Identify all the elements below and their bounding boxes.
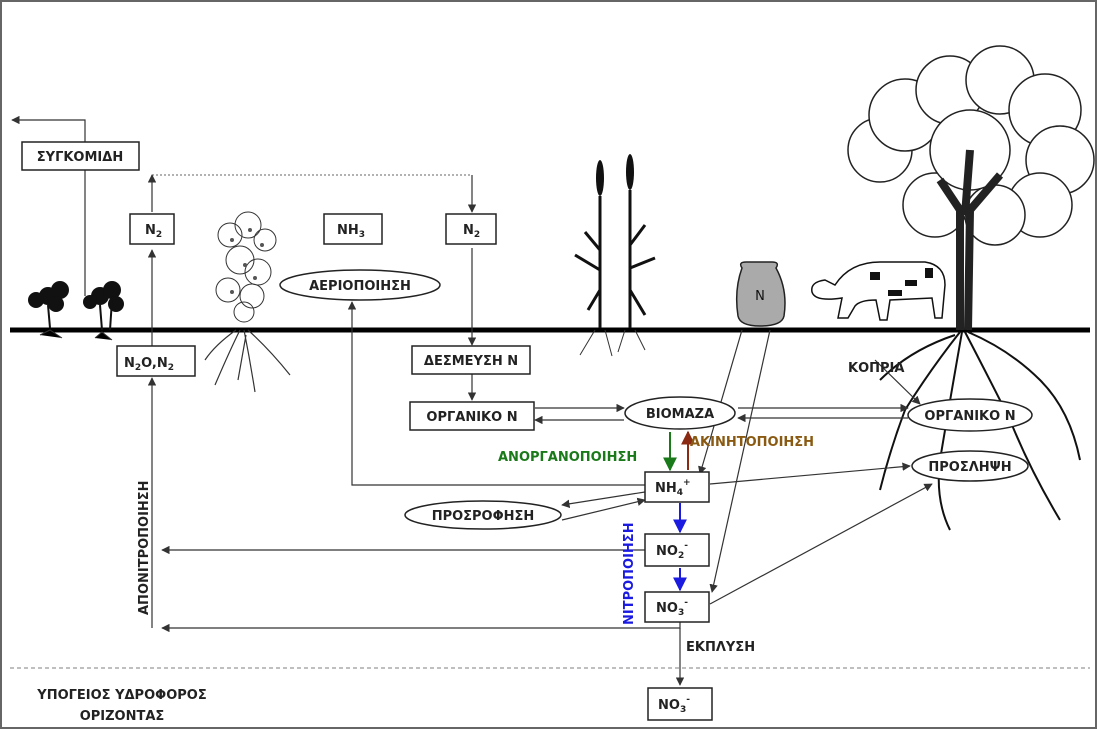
n2-right-node: N2 [445, 213, 497, 245]
biomass-label: ΒΙΟΜΑΖΑ [646, 407, 714, 422]
volatilization-label: ΑΕΡΙΟΠΟΙΗΣΗ [309, 279, 411, 294]
groundwater-label-line2: ΟΡΙΖΟΝΤΑΣ [80, 709, 165, 724]
mineralization-label: ΑΝΟΡΓΑΝΟΠΟΙΗΣΗ [498, 450, 637, 465]
n2-left-node: N2 [129, 213, 175, 245]
nitrification-label: ΝΙΤΡΟΠΟΙΗΣΗ [622, 522, 637, 625]
cow-illustration [811, 261, 946, 321]
uptake-node: ΠΡΟΣΛΗΨΗ [911, 450, 1029, 482]
organic-n-right-label: ΟΡΓΑΝΙΚΟ Ν [924, 409, 1015, 424]
no3-label: NO3- [656, 598, 688, 618]
immobilization-label: ΑΚΙΝΗΤΟΠΟΙΗΣΗ [690, 435, 814, 450]
nh3-node: NH3 [323, 213, 383, 245]
fixation-label: ΔΕΣΜΕΥΣΗ N [424, 354, 518, 369]
no2-node: NO2- [644, 533, 710, 567]
fertilizer-bag-label: N [755, 289, 765, 304]
n2o-n2-node: N2O,N2 [116, 345, 196, 377]
organic-n-right-node: ΟΡΓΑΝΙΚΟ Ν [907, 398, 1033, 432]
denitrification-label: ΑΠΟΝΙΤΡΟΠΟΙΗΣΗ [137, 480, 152, 615]
tree-illustration [847, 45, 1095, 531]
leaching-label: ΕΚΠΛΥΣΗ [686, 640, 755, 655]
n2o-n2-label: N2O,N2 [124, 356, 174, 373]
harvest-node: ΣΥΓΚΟΜΙΔΗ [21, 141, 140, 171]
no3-node: NO3- [644, 591, 710, 623]
nh4-node: NH4+ [644, 471, 710, 503]
clover-plants-illustration [28, 281, 124, 341]
arrows [11, 115, 933, 686]
volatilization-node: ΑΕΡΙΟΠΟΙΗΣΗ [279, 269, 441, 301]
groundwater-label-line1: ΥΠΟΓΕΙΟΣ ΥΔΡΟΦΟΡΟΣ [36, 688, 206, 703]
no3-groundwater-node: NO3- [647, 687, 713, 721]
nh4-label: NH4+ [655, 478, 691, 498]
no2-label: NO2- [656, 541, 688, 561]
uptake-label: ΠΡΟΣΛΗΨΗ [928, 460, 1011, 475]
fertilizer-bag-illustration: N [735, 261, 786, 327]
adsorption-label: ΠΡΟΣΡΟΦΗΣΗ [432, 509, 535, 524]
adsorption-node: ΠΡΟΣΡΟΦΗΣΗ [404, 500, 562, 530]
n2-right-label: N2 [463, 223, 480, 240]
manure-label: ΚΟΠΡΙΑ [848, 361, 904, 376]
nh3-label: NH3 [337, 223, 365, 240]
organic-n-left-node: ΟΡΓΑΝΙΚΟ Ν [409, 401, 535, 431]
harvest-label: ΣΥΓΚΟΜΙΔΗ [37, 150, 123, 165]
biomass-node: ΒΙΟΜΑΖΑ [624, 396, 736, 430]
no3-groundwater-label: NO3- [658, 695, 690, 715]
fixation-node: ΔΕΣΜΕΥΣΗ N [411, 345, 531, 375]
n2-left-label: N2 [145, 223, 162, 240]
organic-n-left-label: ΟΡΓΑΝΙΚΟ Ν [426, 410, 517, 425]
bush-illustration [204, 211, 291, 393]
cattail-plants-illustration [574, 154, 656, 357]
